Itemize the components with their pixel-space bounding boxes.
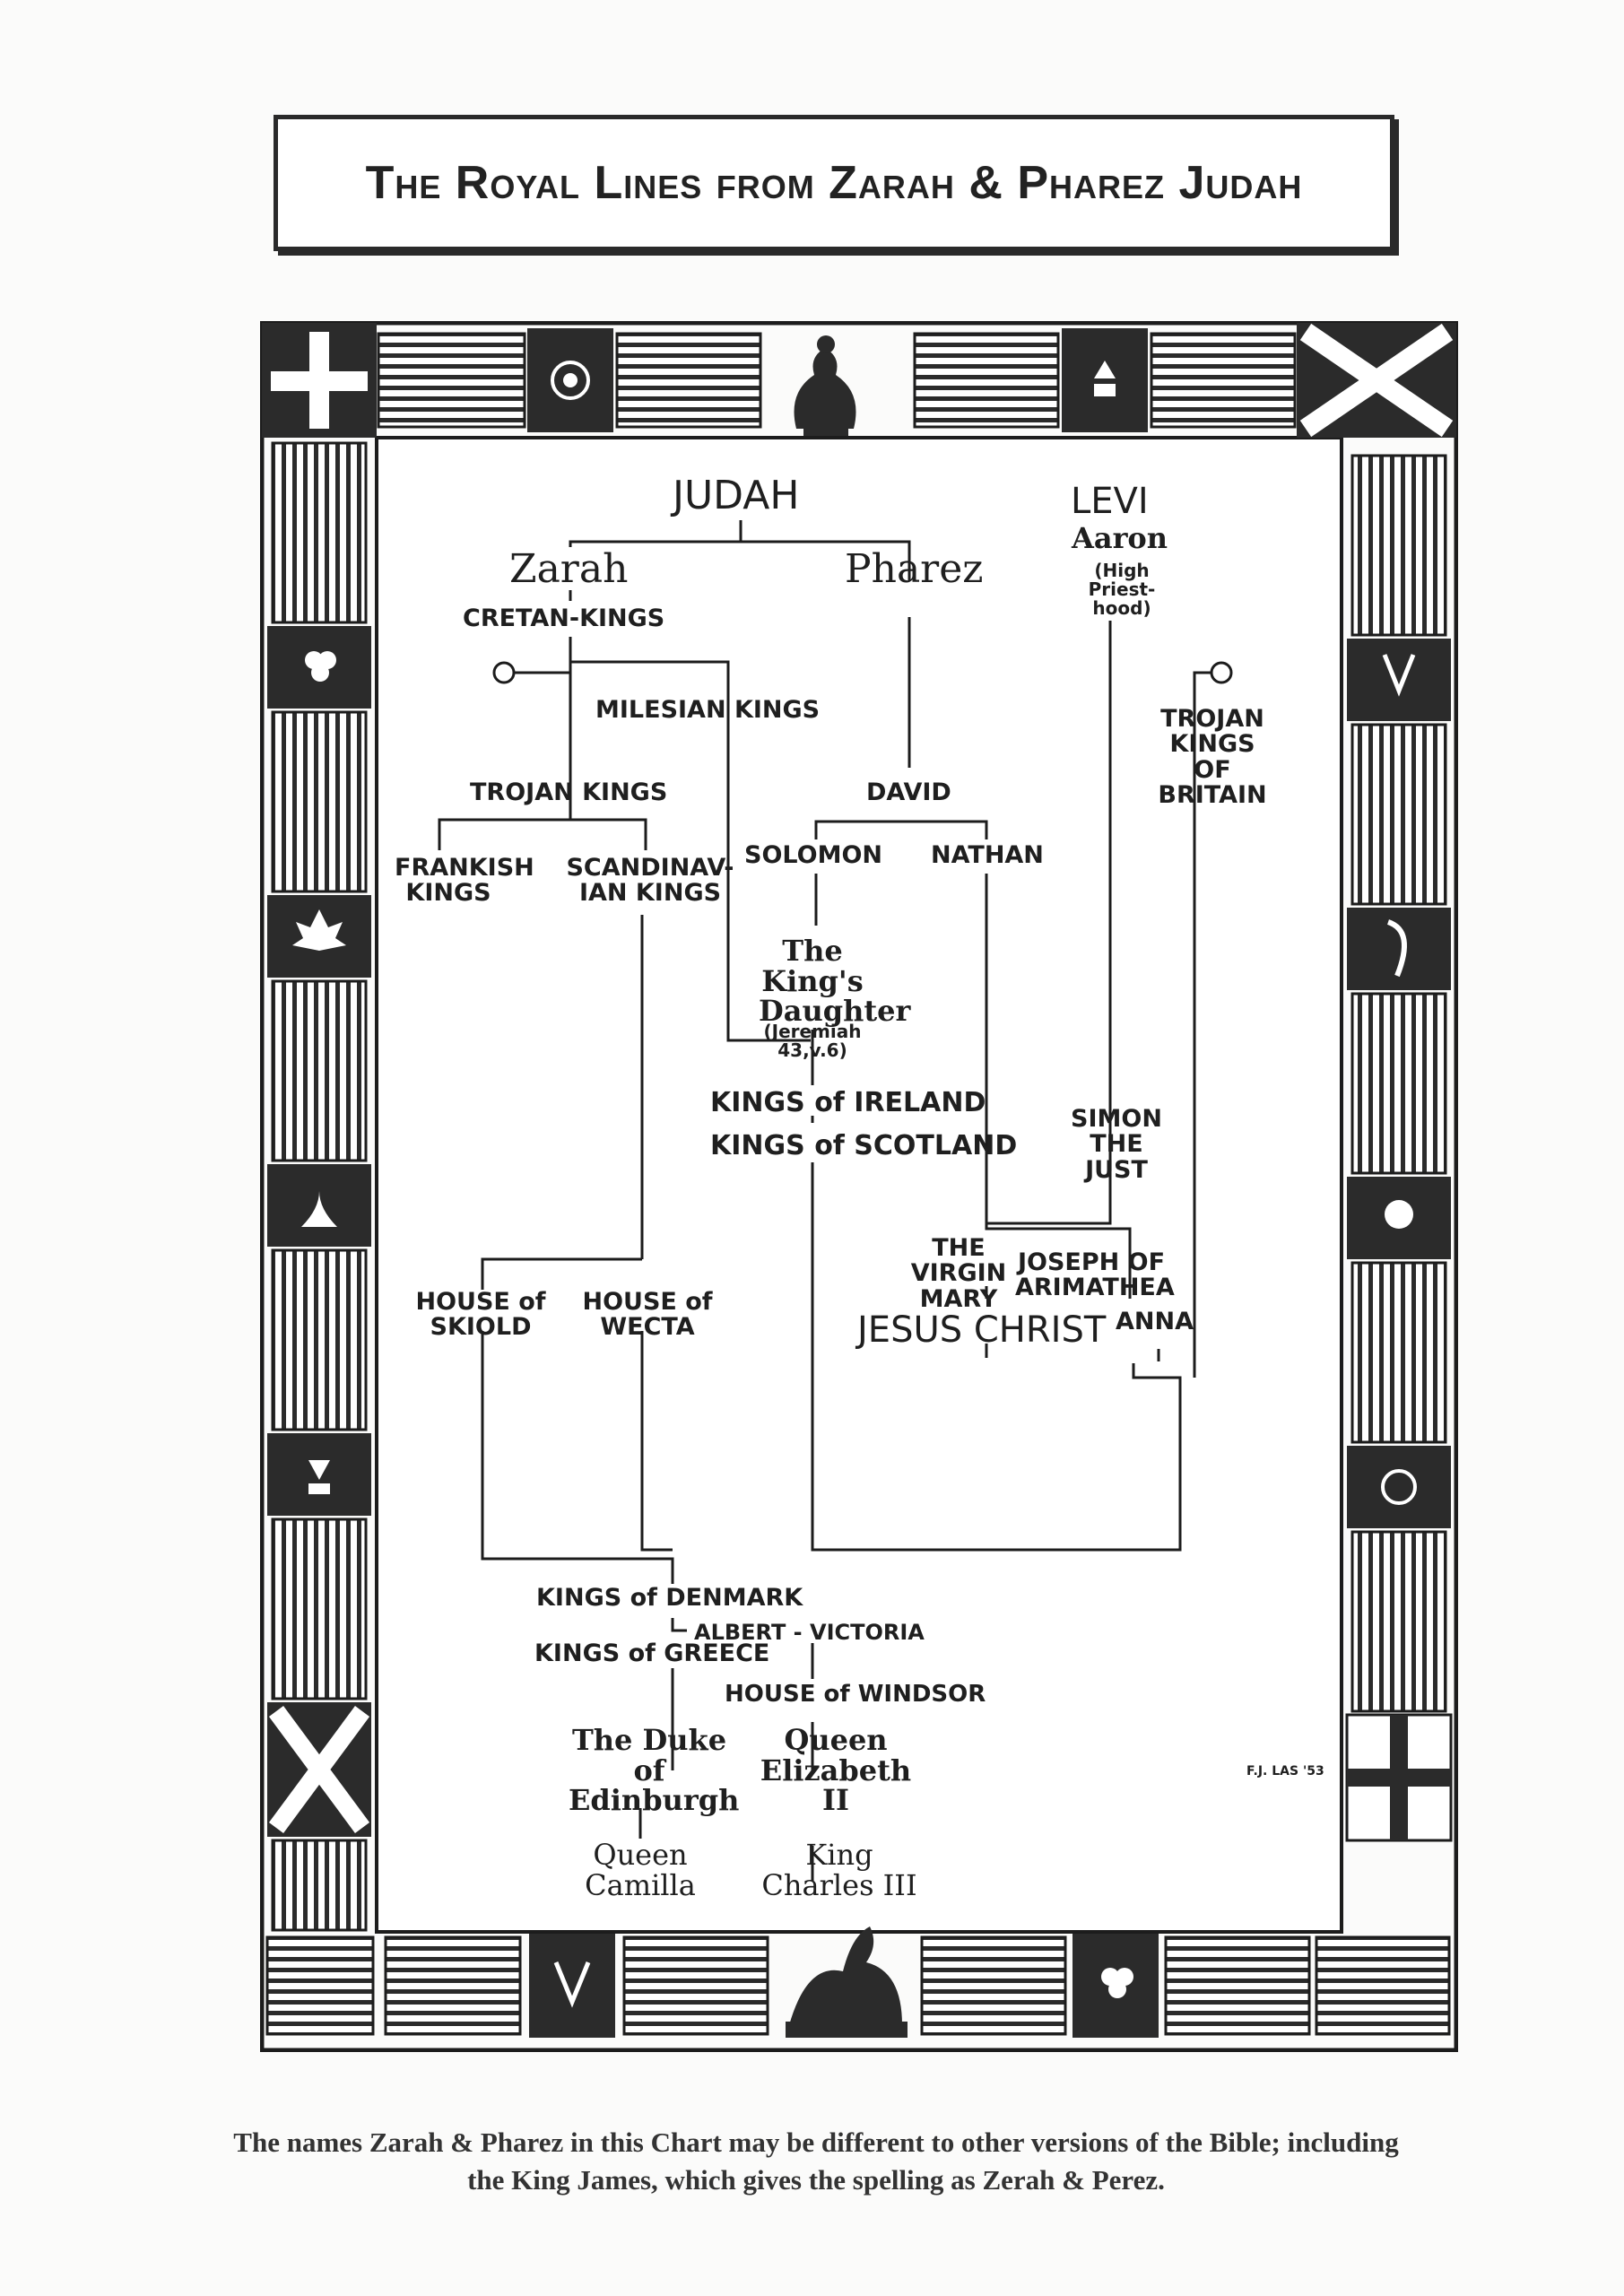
node-kings-of-denmark: KINGS of DENMARK: [536, 1584, 803, 1612]
stripe-panel: [1350, 992, 1447, 1175]
node-levi: LEVI: [1071, 481, 1149, 522]
lion-crown-crest-icon: [794, 335, 856, 436]
node-queen-camilla: Queen Camilla: [585, 1838, 696, 1902]
stripe-panel: [265, 1935, 375, 2036]
node-pharez: Pharez: [845, 546, 984, 592]
node-jesus-christ: JESUS CHRIST: [857, 1309, 1107, 1351]
frame-outline: [260, 321, 1458, 2052]
node-judah: JUDAH: [673, 473, 800, 518]
node-house-of-skiold: HOUSE of SKIOLD: [415, 1288, 546, 1342]
stripe-panel: [1164, 1935, 1311, 2036]
fern-icon: [1347, 908, 1451, 990]
node-anna: ANNA: [1116, 1308, 1194, 1335]
genealogy-diagram: [260, 321, 1458, 2052]
node-aaron: Aaron: [1072, 521, 1168, 555]
node-nathan: NATHAN: [931, 841, 1044, 869]
stripe-panel: [1350, 454, 1447, 637]
node-virgin-mary: THE VIRGIN MARY: [910, 1234, 1007, 1313]
stripe-panel: [1150, 332, 1297, 429]
node-trojan-kings: TROJAN KINGS: [470, 778, 668, 806]
stripe-panel: [384, 1935, 522, 2036]
page-title: The Royal Lines from Zarah & Pharez Juda…: [365, 157, 1303, 209]
stripe-panel: [271, 710, 368, 893]
node-cretan-kings: CRETAN-KINGS: [463, 604, 665, 632]
node-king-charles: King Charles III: [761, 1838, 917, 1902]
st-george-dragon-icon: [786, 1926, 908, 2038]
node-duke-of-edinburgh: The Duke of Edinburgh: [569, 1723, 740, 1818]
harp-icon: [529, 1934, 615, 2038]
stripe-panel: [271, 1839, 368, 1932]
stripe-panel: [1350, 1261, 1447, 1444]
inner-panel: [375, 436, 1343, 1934]
stripe-panel: [622, 1935, 769, 2036]
node-milesian-kings: MILESIAN KINGS: [595, 696, 821, 724]
node-simon-the-just: SIMON THE JUST: [1071, 1105, 1162, 1184]
node-queen-elizabeth: Queen Elizabeth II: [760, 1723, 912, 1818]
node-high-priesthood: (High Priest- hood): [1088, 560, 1156, 619]
stripe-panel: [1350, 723, 1447, 906]
stripe-panel: [615, 332, 762, 429]
node-trojan-kings-of-britain: TROJAN KINGS OF BRITAIN: [1158, 705, 1267, 810]
stripe-panel: [1315, 1935, 1451, 2036]
harp-icon: [1347, 639, 1451, 721]
node-kings-daughter: The King's Daughter: [759, 934, 911, 1029]
node-david: DAVID: [866, 778, 951, 806]
stripe-panel: [1350, 1530, 1447, 1713]
node-zarah: Zarah: [509, 546, 629, 592]
node-albert-victoria: ALBERT - VICTORIA: [694, 1620, 925, 1645]
node-frankish-kings: FRANKISH KINGS: [395, 854, 534, 908]
node-house-of-wecta: HOUSE of WECTA: [582, 1288, 713, 1342]
node-jeremiah-ref: (Jeremiah 43,v.6): [763, 1021, 862, 1061]
connector-terminals: [492, 661, 1233, 684]
stripe-panel: [271, 441, 368, 624]
node-kings-of-scotland: KINGS of SCOTLAND: [710, 1130, 1018, 1161]
top-border: [262, 323, 1456, 438]
stripe-panel: [377, 332, 526, 429]
footnote-caption: The names Zarah & Pharez in this Chart m…: [233, 2126, 1399, 2196]
artist-signature: F.J. LAS '53: [1246, 1764, 1324, 1779]
node-house-of-windsor: HOUSE of WINDSOR: [725, 1681, 986, 1708]
node-kings-of-greece: KINGS of GREECE: [534, 1639, 770, 1667]
stripe-panel: [271, 979, 368, 1162]
title-box: The Royal Lines from Zarah & Pharez Juda…: [274, 115, 1394, 251]
stripe-panel: [271, 1518, 368, 1700]
stripe-panel: [271, 1248, 368, 1431]
left-border: [267, 441, 371, 1932]
node-kings-of-ireland: KINGS of IRELAND: [710, 1087, 986, 1118]
terminal-circle: [492, 661, 516, 684]
right-border: [1345, 454, 1453, 1842]
stripe-panel: [920, 1935, 1067, 2036]
bottom-border: [265, 1926, 1451, 2038]
thistle-icon: [1062, 328, 1148, 432]
terminal-circle: [1210, 661, 1233, 684]
chart-frame: JUDAH LEVI Aaron (High Priest- hood) Zar…: [260, 321, 1458, 2052]
connector-lines: [438, 520, 1212, 1882]
stripe-panel: [913, 332, 1060, 429]
node-joseph-of-arimathea: JOSEPH OF ARIMATHEA: [1015, 1248, 1175, 1302]
rose-icon: [1347, 1446, 1451, 1528]
node-solomon: SOLOMON: [744, 841, 883, 869]
node-scandinavian-kings: SCANDINAV- IAN KINGS: [566, 854, 734, 908]
